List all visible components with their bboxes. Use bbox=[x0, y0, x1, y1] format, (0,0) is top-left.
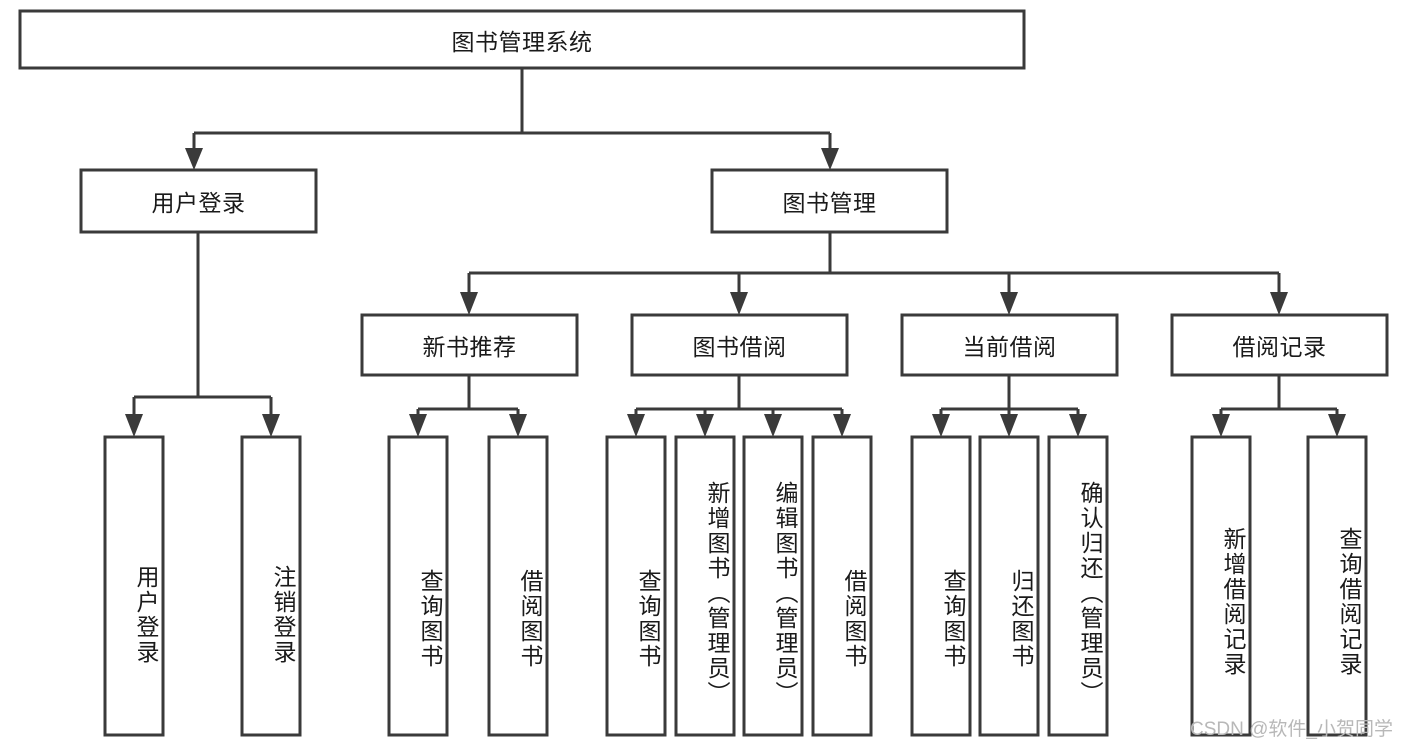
connector-book-manage-to-level3 bbox=[460, 232, 1288, 315]
node-box-borrow-record[interactable] bbox=[1170, 313, 1389, 377]
arrow-head-icon bbox=[1212, 414, 1230, 437]
arrow-head-icon bbox=[932, 414, 950, 437]
arrow-head-icon bbox=[764, 414, 782, 437]
arrow-head-icon bbox=[460, 292, 478, 315]
node-box-leaf-query-record[interactable] bbox=[1306, 435, 1368, 737]
arrow-head-icon bbox=[262, 414, 280, 437]
node-box-user-login[interactable] bbox=[79, 168, 318, 234]
node-box-leaf-return-book[interactable] bbox=[978, 435, 1040, 737]
node-box-leaf-query-book-2[interactable] bbox=[605, 435, 667, 737]
arrow-head-icon bbox=[125, 414, 143, 437]
arrow-head-icon bbox=[1069, 414, 1087, 437]
node-box-leaf-add-book[interactable] bbox=[674, 435, 736, 737]
node-box-root[interactable] bbox=[18, 9, 1026, 70]
node-box-book-borrow[interactable] bbox=[630, 313, 849, 377]
node-box-leaf-confirm-return[interactable] bbox=[1047, 435, 1109, 737]
node-box-leaf-edit-book[interactable] bbox=[742, 435, 804, 737]
arrow-head-icon bbox=[1000, 414, 1018, 437]
arrow-head-icon bbox=[509, 414, 527, 437]
node-box-new-book-recommend[interactable] bbox=[360, 313, 579, 377]
connector-borrow-record-to-leaves bbox=[1212, 375, 1346, 437]
arrow-head-icon bbox=[1270, 292, 1288, 315]
arrow-head-icon bbox=[833, 414, 851, 437]
node-box-leaf-query-book-3[interactable] bbox=[910, 435, 972, 737]
arrow-head-icon bbox=[730, 292, 748, 315]
arrow-head-icon bbox=[627, 414, 645, 437]
connector-new-book-recommend-to-leaves bbox=[409, 375, 527, 437]
connector-current-borrow-to-leaves bbox=[932, 375, 1087, 437]
arrow-head-icon bbox=[185, 148, 203, 170]
connector-book-borrow-to-leaves bbox=[627, 375, 851, 437]
node-box-leaf-borrow-book-1[interactable] bbox=[487, 435, 549, 737]
node-box-leaf-add-record[interactable] bbox=[1190, 435, 1252, 737]
arrow-head-icon bbox=[409, 414, 427, 437]
arrow-head-icon bbox=[696, 414, 714, 437]
node-box-leaf-query-book-1[interactable] bbox=[387, 435, 449, 737]
node-box-leaf-borrow-book-2[interactable] bbox=[811, 435, 873, 737]
arrow-head-icon bbox=[821, 148, 839, 170]
node-box-book-manage[interactable] bbox=[710, 168, 949, 234]
node-box-leaf-logout[interactable] bbox=[240, 435, 302, 737]
arrow-head-icon bbox=[1328, 414, 1346, 437]
node-box-leaf-user-login[interactable] bbox=[103, 435, 165, 737]
arrow-head-icon bbox=[1000, 292, 1018, 315]
connector-root-to-level2 bbox=[185, 68, 839, 170]
connector-user-login-to-leaves bbox=[125, 232, 280, 437]
watermark-text: CSDN @软件_小贺同学 bbox=[1190, 719, 1393, 740]
node-box-current-borrow[interactable] bbox=[900, 313, 1119, 377]
